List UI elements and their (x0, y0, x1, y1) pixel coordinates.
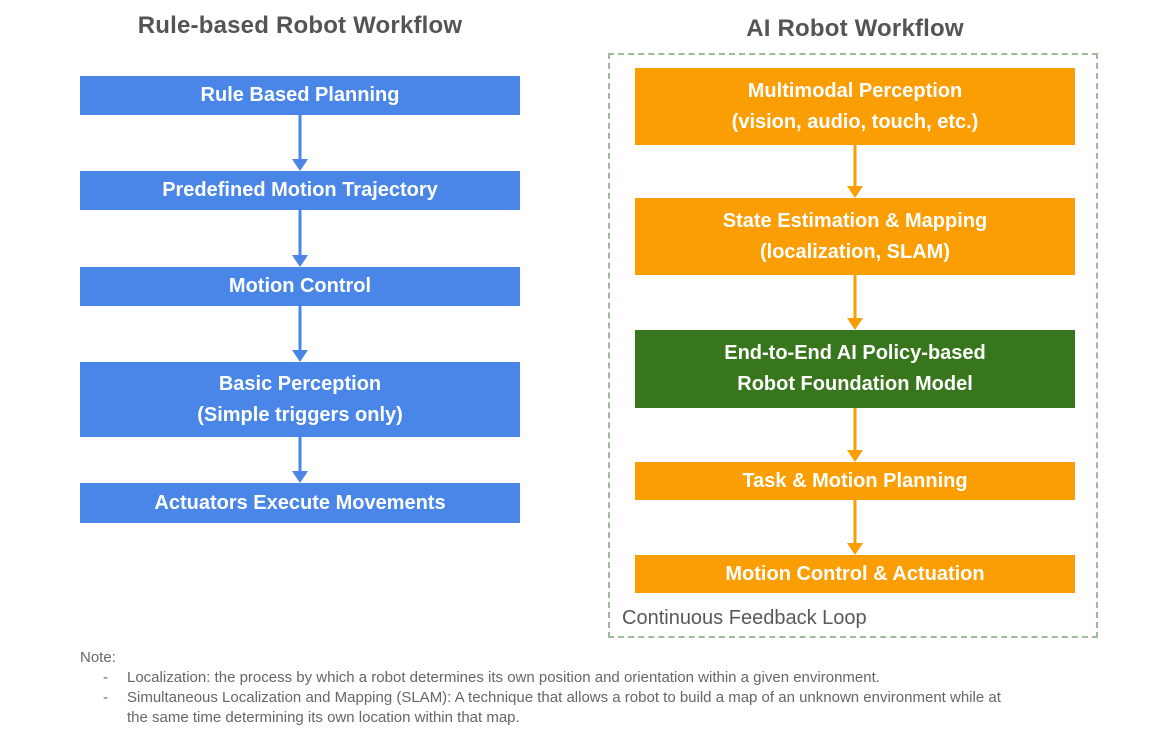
box-label: Rule Based Planning (200, 84, 400, 106)
note-line: Simultaneous Localization and Mapping (S… (127, 689, 1001, 706)
arrow-stem (853, 145, 857, 188)
down-arrow-icon (292, 437, 308, 483)
box-label: Multimodal Perception (747, 79, 963, 102)
arrow-stem (853, 408, 857, 452)
note-item-localization: - Localization: the process by which a r… (80, 668, 1120, 688)
box-rule-based-planning: Rule Based Planning (80, 76, 520, 115)
box-label: (vision, audio, touch, etc.) (731, 110, 979, 133)
box-task-motion-planning: Task & Motion Planning (635, 462, 1075, 500)
box-multimodal-perception: Multimodal Perception (vision, audio, to… (635, 68, 1075, 145)
note-section: Note: - Localization: the process by whi… (80, 648, 1120, 728)
arrow-stem (853, 500, 857, 545)
box-label: (localization, SLAM) (760, 240, 950, 263)
continuous-feedback-loop-label: Continuous Feedback Loop (622, 607, 867, 629)
box-label: Task & Motion Planning (742, 469, 968, 492)
bullet-dash: - (103, 669, 108, 686)
box-label: Motion Control & Actuation (725, 562, 985, 585)
arrow-stem (853, 275, 857, 320)
arrow-stem (298, 115, 302, 161)
arrow-head (292, 255, 308, 267)
down-arrow-icon (847, 145, 863, 198)
rule-based-workflow-title: Rule-based Robot Workflow (137, 12, 463, 39)
box-label: State Estimation & Mapping (722, 209, 988, 232)
box-label: Basic Perception (218, 372, 382, 395)
box-basic-perception: Basic Perception (Simple triggers only) (80, 362, 520, 437)
box-actuators-execute-movements: Actuators Execute Movements (80, 483, 520, 523)
box-label: End-to-End AI Policy-based (724, 342, 986, 364)
note-line: the same time determining its own locati… (127, 709, 520, 726)
box-predefined-motion-trajectory: Predefined Motion Trajectory (80, 171, 520, 210)
box-robot-foundation-model: End-to-End AI Policy-based Robot Foundat… (635, 330, 1075, 408)
box-label: (Simple triggers only) (197, 403, 403, 426)
note-item-slam: - Simultaneous Localization and Mapping … (80, 688, 1120, 728)
bullet-dash: - (103, 689, 108, 706)
arrow-head (847, 186, 863, 198)
down-arrow-icon (292, 210, 308, 267)
box-label: Motion Control (228, 275, 372, 297)
arrow-head (847, 543, 863, 555)
note-line: Localization: the process by which a rob… (127, 669, 880, 686)
arrow-head (292, 350, 308, 362)
box-label: Actuators Execute Movements (154, 491, 446, 514)
box-label: Predefined Motion Trajectory (162, 179, 438, 201)
down-arrow-icon (847, 275, 863, 330)
arrow-stem (298, 210, 302, 257)
arrow-head (847, 450, 863, 462)
ai-workflow-title: AI Robot Workflow (746, 15, 964, 42)
down-arrow-icon (292, 306, 308, 362)
box-label: Robot Foundation Model (737, 373, 973, 395)
feedback-loop-frame (608, 53, 1098, 638)
arrow-stem (298, 306, 302, 352)
arrow-stem (298, 437, 302, 473)
box-state-estimation-mapping: State Estimation & Mapping (localization… (635, 198, 1075, 275)
down-arrow-icon (292, 115, 308, 171)
box-motion-control-actuation: Motion Control & Actuation (635, 555, 1075, 593)
box-motion-control: Motion Control (80, 267, 520, 306)
down-arrow-icon (847, 408, 863, 462)
down-arrow-icon (847, 500, 863, 555)
arrow-head (292, 471, 308, 483)
arrow-head (847, 318, 863, 330)
note-label: Note: (80, 649, 116, 666)
arrow-head (292, 159, 308, 171)
